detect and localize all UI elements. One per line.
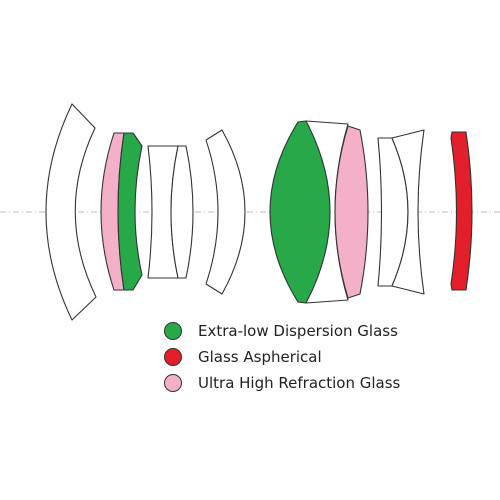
lens-element-12: [450, 131, 473, 291]
legend-swatch-red: [164, 348, 182, 366]
lens-element-11: [391, 129, 425, 295]
legend-swatch-green: [164, 322, 182, 340]
legend: Extra-low Dispersion Glass Glass Aspheri…: [164, 318, 400, 396]
legend-label: Glass Aspherical: [198, 348, 322, 366]
legend-label: Extra-low Dispersion Glass: [198, 322, 398, 340]
lens-element-6: [205, 129, 246, 295]
legend-swatch-pink: [164, 374, 182, 392]
lens-element-1: [45, 103, 97, 321]
lens-element-3: [117, 132, 143, 291]
lens-element-5: [170, 145, 194, 279]
legend-item-aspherical: Glass Aspherical: [164, 344, 400, 370]
legend-item-ultra-high-refraction: Ultra High Refraction Glass: [164, 370, 400, 396]
lens-element-9: [334, 125, 369, 299]
legend-item-extra-low-dispersion: Extra-low Dispersion Glass: [164, 318, 400, 344]
legend-label: Ultra High Refraction Glass: [198, 374, 401, 392]
lens-element-7: [269, 120, 331, 304]
